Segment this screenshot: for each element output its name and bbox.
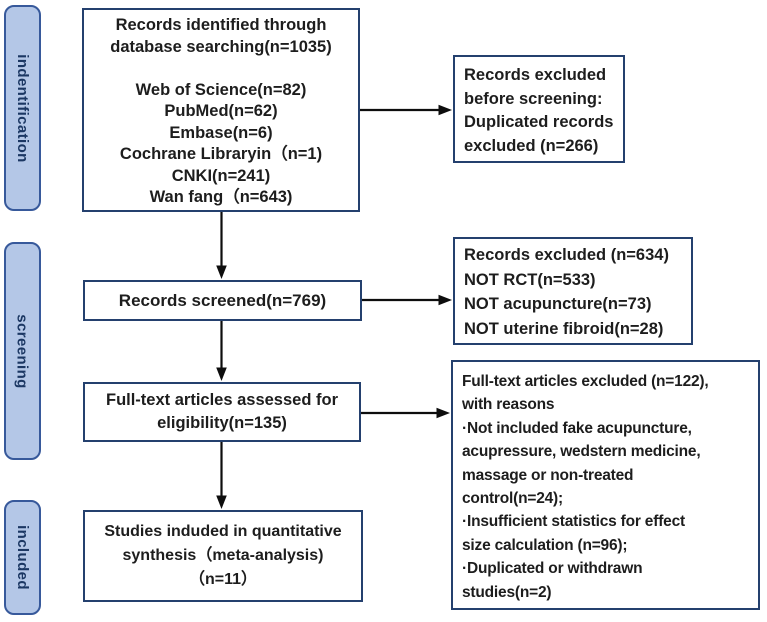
box-text-line: excluded (n=266) xyxy=(464,136,599,155)
box-text-line: acupressure, wedstern medicine, xyxy=(462,443,701,461)
box-text-line: before screening: xyxy=(464,89,603,108)
box-text-line: Studies induded in quantitative xyxy=(104,523,342,540)
stage-band-screening: screening xyxy=(4,242,41,460)
arrow-dbsearch-to-excluded xyxy=(360,104,452,116)
box-text-line: Duplicated records xyxy=(464,113,614,131)
box-text-line: Cochrane Libraryin（n=1) xyxy=(119,145,323,163)
box-text-line: size calculation (n=96); xyxy=(462,536,628,554)
box-text-line: ·Not included fake acupuncture, xyxy=(462,419,692,437)
arrow-dbsearch-to-screened xyxy=(216,212,227,279)
box-text-line: Records excluded xyxy=(464,66,607,84)
box-text-line: CNKI(n=241) xyxy=(171,166,271,185)
box-text-line: studies(n=2) xyxy=(462,583,552,601)
box-text-line: ·Duplicated or withdrawn xyxy=(462,560,643,578)
box-text-line: Full-text articles assessed for xyxy=(105,391,338,409)
box-text-line: Wan fang（n=643) xyxy=(149,188,293,206)
studies-included-box: Studies induded in quantitative synthesi… xyxy=(83,510,363,602)
box-text-line: Records excluded (n=634) xyxy=(464,246,669,264)
fulltext-assessed-box: Full-text articles assessed for eligibil… xyxy=(83,382,361,442)
stage-band-included: included xyxy=(4,500,41,615)
stage-label-identification: indentification xyxy=(14,53,31,163)
box-text-line: control(n=24); xyxy=(462,490,563,508)
box-text-line: NOT uterine fibroid(n=28) xyxy=(464,319,664,338)
box-text-line: PubMed(n=62) xyxy=(164,102,278,120)
arrow-screened-to-excluded xyxy=(362,294,452,306)
box-text-line: Embase(n=6) xyxy=(169,123,273,142)
arrow-eligibility-to-excluded xyxy=(361,407,450,419)
box-text-line: （n=11） xyxy=(188,571,258,588)
fulltext-excluded-box: Full-text articles excluded (n=122), wit… xyxy=(451,360,760,610)
box-text-line: Full-text articles excluded (n=122), xyxy=(462,373,709,390)
records-excluded-box: Records excluded (n=634) NOT RCT(n=533) … xyxy=(453,237,693,345)
stage-label-included: included xyxy=(14,525,31,590)
box-text-line: eligibility(n=135) xyxy=(157,414,287,432)
box-text-line: NOT acupuncture(n=73) xyxy=(464,295,652,313)
records-screened-box: Records screened(n=769) xyxy=(83,280,362,321)
stage-label-screening: screening xyxy=(14,313,31,389)
box-text-line: ·Insufficient statistics for effect xyxy=(462,513,685,531)
records-identified-box: Records identified through database sear… xyxy=(82,8,360,212)
box-text-line: Records screened(n=769) xyxy=(118,290,327,310)
stage-band-identification: indentification xyxy=(4,5,41,211)
excluded-before-screening-box: Records excluded before screening: Dupli… xyxy=(453,55,625,163)
box-text-line xyxy=(84,58,358,80)
box-text-line: database searching(n=1035) xyxy=(110,37,332,56)
box-text-line: NOT RCT(n=533) xyxy=(464,270,596,289)
arrow-eligibility-to-included xyxy=(216,442,227,509)
box-text-line: Web of Science(n=82) xyxy=(135,80,307,99)
box-text-line: massage or non-treated xyxy=(462,466,634,484)
box-text-line: with reasons xyxy=(462,396,555,414)
arrow-screened-to-eligibility xyxy=(216,321,227,381)
box-text-line: synthesis（meta-analysis) xyxy=(122,547,324,564)
box-text-line: Records identified through xyxy=(115,16,327,34)
